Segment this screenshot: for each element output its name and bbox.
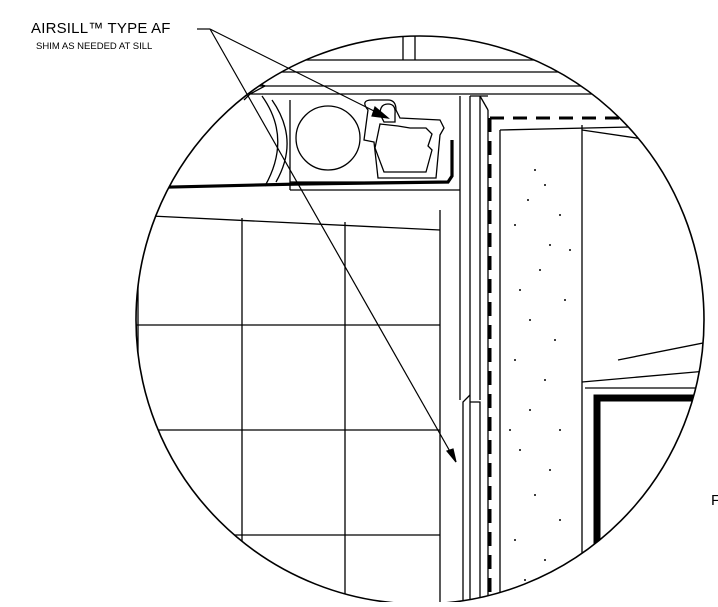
tile-grid <box>136 210 441 602</box>
callout-subtitle: SHIM AS NEEDED AT SILL <box>36 41 153 52</box>
detail-circle <box>135 35 705 605</box>
concrete-wall <box>499 124 704 602</box>
jamb <box>289 95 489 602</box>
concrete-stipple <box>509 169 571 581</box>
top-frame <box>136 36 704 119</box>
leader-lines <box>197 28 457 463</box>
sill-pan <box>261 95 445 187</box>
air-barrier-line <box>136 140 454 190</box>
edge-label: F <box>711 492 718 509</box>
detail-content <box>136 36 704 602</box>
membrane-dashed <box>488 116 704 602</box>
callout-title: AIRSILL™ TYPE AF <box>31 20 171 37</box>
